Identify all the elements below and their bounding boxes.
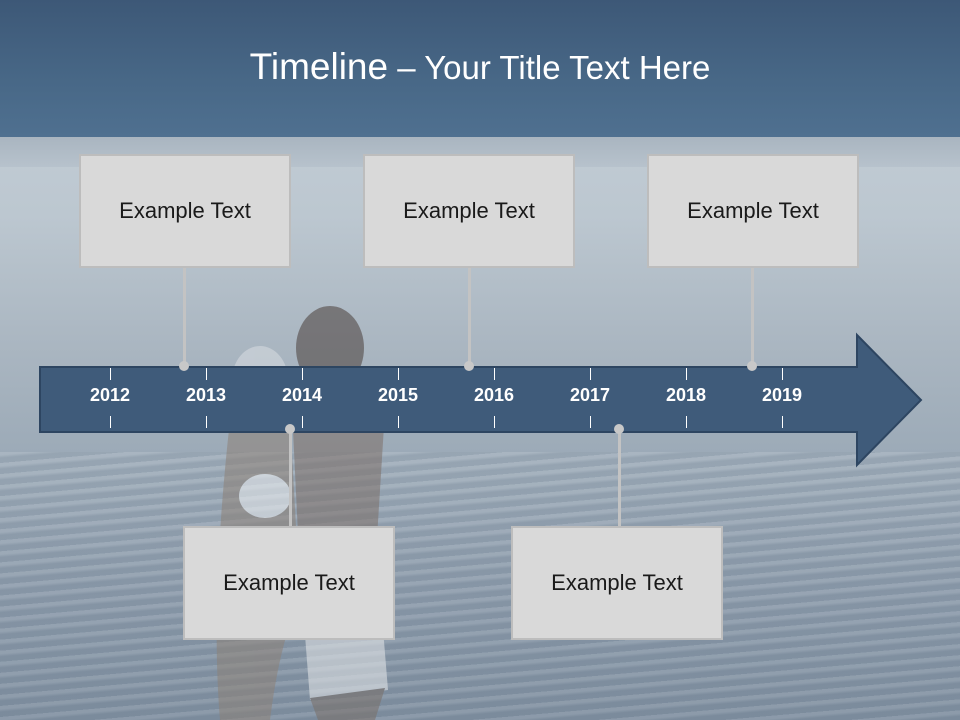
event-text: Example Text bbox=[223, 570, 355, 595]
connector-bottom-2 bbox=[618, 428, 621, 528]
tick-2013 bbox=[206, 368, 207, 380]
year-label-2014: 2014 bbox=[281, 385, 323, 405]
tick-2012 bbox=[110, 368, 111, 380]
event-box-top-2: Example Text bbox=[363, 154, 575, 268]
marker-dot-top-1 bbox=[179, 361, 189, 371]
year-label-2015: 2015 bbox=[377, 385, 419, 405]
connector-top-1 bbox=[183, 268, 186, 366]
tick-2019 bbox=[782, 368, 783, 380]
event-box-top-3: Example Text bbox=[647, 154, 859, 268]
tick-2017-bottom bbox=[590, 416, 591, 428]
event-box-bottom-2: Example Text bbox=[511, 526, 723, 640]
event-text: Example Text bbox=[687, 198, 819, 223]
event-text: Example Text bbox=[403, 198, 535, 223]
tick-2017 bbox=[590, 368, 591, 380]
year-label-2019: 2019 bbox=[761, 385, 803, 405]
marker-dot-bottom-2 bbox=[614, 424, 624, 434]
tick-2016-bottom bbox=[494, 416, 495, 428]
sea-background bbox=[0, 452, 960, 720]
tick-2015-bottom bbox=[398, 416, 399, 428]
tick-2014-bottom bbox=[302, 416, 303, 428]
tick-2015 bbox=[398, 368, 399, 380]
tick-2014 bbox=[302, 368, 303, 380]
title-main: Timeline bbox=[249, 46, 389, 87]
title-subtitle: – Your Title Text Here bbox=[388, 49, 711, 86]
year-label-2013: 2013 bbox=[185, 385, 227, 405]
connector-top-2 bbox=[468, 268, 471, 366]
event-box-top-1: Example Text bbox=[79, 154, 291, 268]
marker-dot-bottom-1 bbox=[285, 424, 295, 434]
event-text: Example Text bbox=[119, 198, 251, 223]
title-bar: Timeline – Your Title Text Here bbox=[0, 0, 960, 137]
marker-dot-top-3 bbox=[747, 361, 757, 371]
year-label-2016: 2016 bbox=[473, 385, 515, 405]
year-label-2012: 2012 bbox=[89, 385, 131, 405]
page-title: Timeline – Your Title Text Here bbox=[0, 44, 960, 91]
tick-2018 bbox=[686, 368, 687, 380]
tick-2018-bottom bbox=[686, 416, 687, 428]
marker-dot-top-2 bbox=[464, 361, 474, 371]
tick-2012-bottom bbox=[110, 416, 111, 428]
year-label-2017: 2017 bbox=[569, 385, 611, 405]
event-text: Example Text bbox=[551, 570, 683, 595]
connector-bottom-1 bbox=[289, 428, 292, 528]
tick-2013-bottom bbox=[206, 416, 207, 428]
connector-top-3 bbox=[751, 268, 754, 366]
tick-2019-bottom bbox=[782, 416, 783, 428]
event-box-bottom-1: Example Text bbox=[183, 526, 395, 640]
tick-2016 bbox=[494, 368, 495, 380]
year-label-2018: 2018 bbox=[665, 385, 707, 405]
